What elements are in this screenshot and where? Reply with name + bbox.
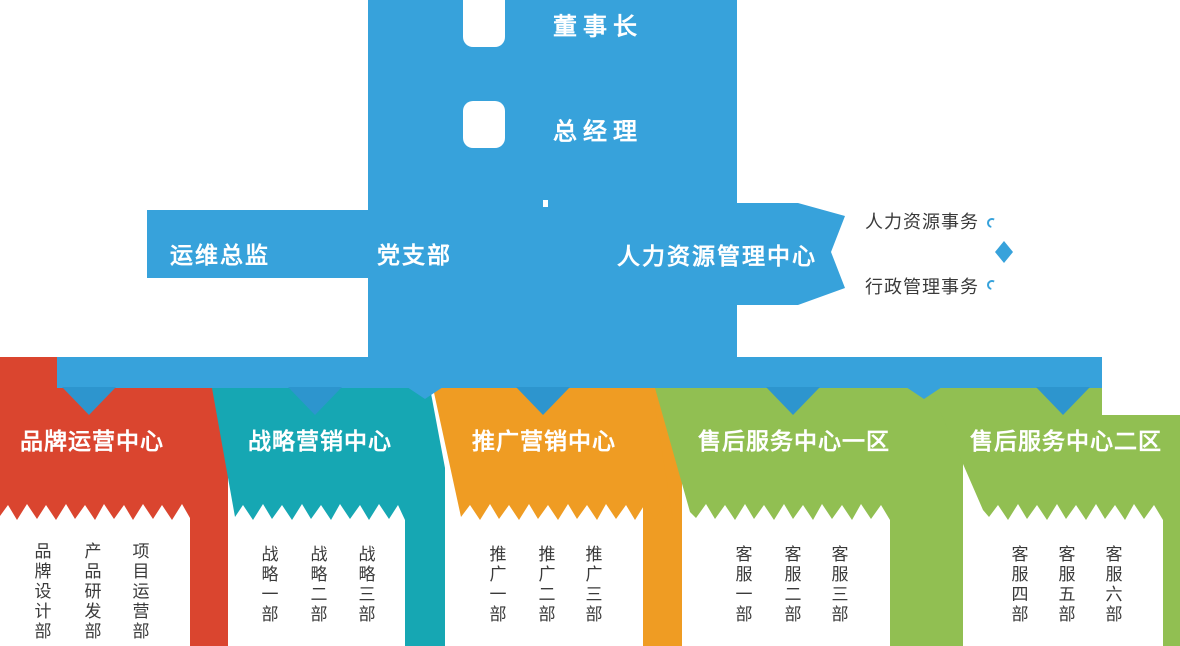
dept-block-service2 xyxy=(930,388,1180,646)
party-branch-label: 党支部 xyxy=(377,242,452,268)
central-column-ribbon xyxy=(368,0,737,360)
ops-director-label: 运维总监 xyxy=(170,242,270,268)
sub-dept-label: 战略二部 xyxy=(307,545,327,625)
sub-dept-label: 推广三部 xyxy=(582,545,602,625)
chairman-bullet-square-icon xyxy=(463,0,505,47)
admin-affairs-label: 行政管理事务 xyxy=(865,277,979,297)
drop-chevron-icon xyxy=(766,387,820,415)
arc-icon xyxy=(986,280,997,290)
arc-icon xyxy=(986,218,997,228)
sub-dept-label: 推广二部 xyxy=(535,545,555,625)
drop-chevron-icon xyxy=(288,387,342,415)
sub-dept-label: 客服六部 xyxy=(1102,545,1122,625)
dept-block-service1 xyxy=(655,388,963,646)
sub-dept-label: 品牌设计部 xyxy=(31,542,51,642)
sub-dept-label: 产品研发部 xyxy=(81,542,101,642)
hr-affairs-label: 人力资源事务 xyxy=(865,212,979,232)
gm-bullet-square-icon xyxy=(463,101,505,148)
drop-chevron-icon xyxy=(62,387,116,415)
dept-title-service2: 售后服务中心二区 xyxy=(970,428,1162,454)
dept-block-brand xyxy=(0,357,228,646)
chairman-label: 董事长 xyxy=(553,13,643,41)
hr-center-label: 人力资源管理中心 xyxy=(617,243,817,269)
hr-arrow-ribbon xyxy=(737,203,845,305)
band-tab-icon xyxy=(407,387,443,399)
level2-band-ribbon xyxy=(147,210,737,278)
bottom-connector-band xyxy=(57,357,1102,388)
sub-dept-label: 客服三部 xyxy=(828,545,848,625)
sub-dept-label: 客服一部 xyxy=(732,545,752,625)
sub-dept-label: 客服五部 xyxy=(1055,545,1075,625)
dept-title-brand: 品牌运营中心 xyxy=(20,428,164,454)
dept-block-promotion xyxy=(433,388,673,520)
dept-title-service1: 售后服务中心一区 xyxy=(698,428,890,454)
dept-title-strategy: 战略营销中心 xyxy=(248,428,392,454)
white-tick-icon xyxy=(543,200,548,207)
sub-dept-label: 战略一部 xyxy=(258,545,278,625)
sub-dept-label: 战略三部 xyxy=(355,545,375,625)
sub-dept-label: 推广一部 xyxy=(486,545,506,625)
sub-dept-label: 客服四部 xyxy=(1008,545,1028,625)
drop-chevron-icon xyxy=(1036,387,1090,415)
sub-dept-label: 项目运营部 xyxy=(129,542,149,642)
diamond-icon xyxy=(995,241,1013,263)
drop-chevron-icon xyxy=(516,387,570,415)
sub-dept-label: 客服二部 xyxy=(781,545,801,625)
general-manager-label: 总经理 xyxy=(553,118,643,146)
band-tab-icon xyxy=(906,387,942,399)
dept-title-promotion: 推广营销中心 xyxy=(472,428,616,454)
dept-block-strategy xyxy=(212,388,445,646)
